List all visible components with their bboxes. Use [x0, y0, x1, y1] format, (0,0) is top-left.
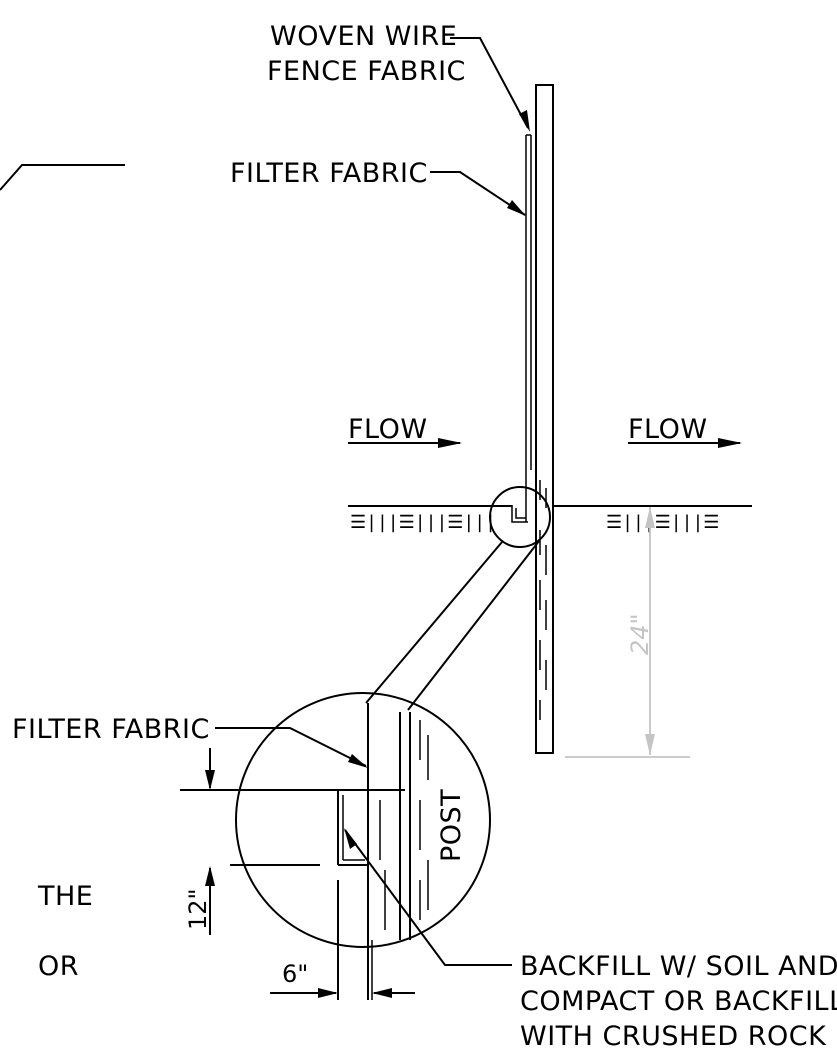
flow-label-right: FLOW [628, 414, 708, 445]
flow-label-left: FLOW [348, 414, 428, 445]
detail-connector-left [365, 541, 503, 704]
filter-fabric-arrow-top [507, 200, 526, 216]
dim-6-label: 6" [282, 960, 308, 988]
woven-wire-label-line1: WOVEN WIRE [270, 21, 457, 52]
woven-wire-arrow [519, 110, 530, 132]
filter-fabric-label-detail: FILTER FABRIC [12, 714, 210, 745]
filter-fabric-label-top: FILTER FABRIC [230, 158, 428, 189]
detail-contents [180, 703, 429, 1000]
woven-wire-label-line2: FENCE FABRIC [267, 56, 466, 87]
fabric-trench-small [511, 505, 528, 523]
partial-text-the: THE [37, 881, 93, 912]
flow-arrow-right [718, 438, 742, 448]
detail-callout-circle-large [235, 692, 491, 948]
post [535, 84, 554, 754]
dim-12-arrow-bottom [205, 866, 215, 886]
depth-dim-arrow-top [645, 507, 655, 528]
dim-6-arrow-right [372, 988, 392, 998]
woven-wire-leader [450, 37, 529, 129]
flow-arrow-left [438, 438, 462, 448]
dim-12-label: 12" [184, 888, 212, 930]
backfill-label-line1: BACKFILL W/ SOIL AND [520, 951, 837, 982]
depth-dim-arrow-bottom [645, 734, 655, 755]
depth-dim-label: 24" [626, 613, 654, 655]
filter-fabric-leader-top [430, 171, 526, 216]
filter-fabric-leader-detail [215, 727, 367, 767]
detail-connector-right [407, 540, 540, 711]
fabric-trench-small-inner [515, 508, 526, 519]
backfill-leader [344, 829, 512, 966]
dim-6-arrow-left [318, 988, 338, 998]
backfill-label-line3: WITH CRUSHED ROCK [520, 1021, 827, 1052]
soil-hatch-left: ☰|||☰|||☰||| [350, 512, 496, 533]
backfill-arrow [344, 828, 357, 849]
detail-callout-circle-small [489, 486, 551, 548]
partial-text-or: OR [38, 951, 79, 982]
post-label: POST [436, 789, 467, 862]
filter-fabric-arrow-detail [348, 754, 368, 768]
backfill-label-line2: COMPACT OR BACKFILL [520, 986, 837, 1017]
post-backfill-dashes [539, 480, 547, 720]
soil-hatch-right: ☰|||☰|||☰ [606, 512, 719, 533]
dim-12-arrow-top [205, 770, 215, 790]
offpage-leader-line [0, 164, 125, 191]
